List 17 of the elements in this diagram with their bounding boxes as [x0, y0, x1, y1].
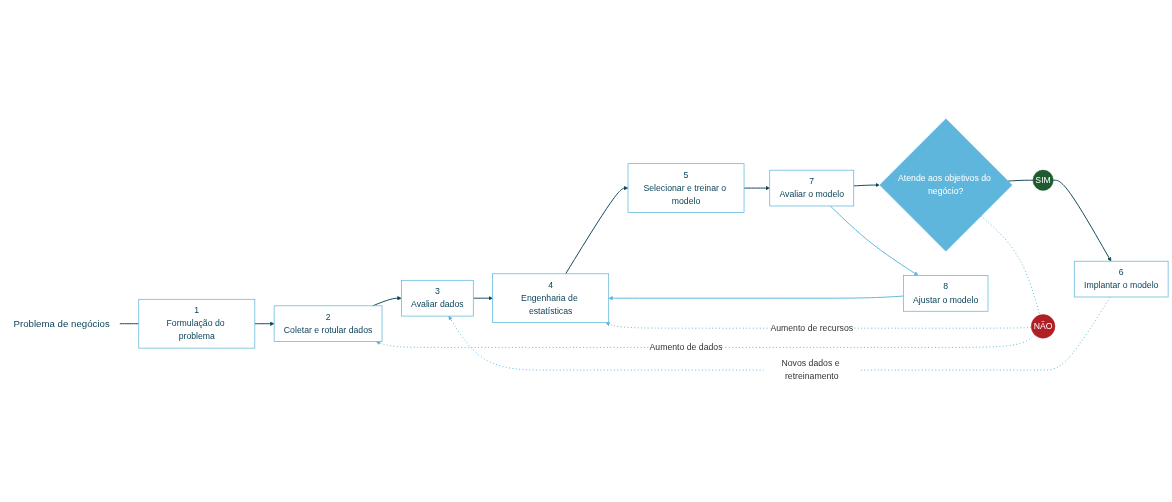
- node-diamond: Atende aos objetivos do negócio?: [879, 118, 1013, 252]
- node-box: 3 Avaliar dados: [401, 279, 474, 317]
- edge-label: Aumento de dados: [649, 342, 723, 352]
- node-box: 8 Ajustar o modelo: [902, 275, 989, 312]
- node-box: 7 Avaliar o modelo: [769, 169, 855, 207]
- node-box: 4 Engenharia de estatísticas: [492, 273, 610, 323]
- edge-label: Aumento de recursos: [770, 323, 854, 333]
- edge-label: Novos dados e retreinamento: [781, 358, 840, 382]
- connector: [1007, 179, 1034, 182]
- node-circle: SIM: [1032, 169, 1054, 191]
- node-box: 2 Coletar e rotular dados: [273, 305, 383, 342]
- node-circle: NÃO: [1031, 314, 1056, 339]
- node-box: 5 Selecionar e treinar o modelo: [627, 163, 745, 213]
- node-box: 6 Implantar o modelo: [1073, 260, 1169, 298]
- node-box: 1 Formulação do problema: [138, 298, 256, 349]
- node-text: Problema de negócios: [13, 318, 110, 330]
- connector: [118, 323, 140, 325]
